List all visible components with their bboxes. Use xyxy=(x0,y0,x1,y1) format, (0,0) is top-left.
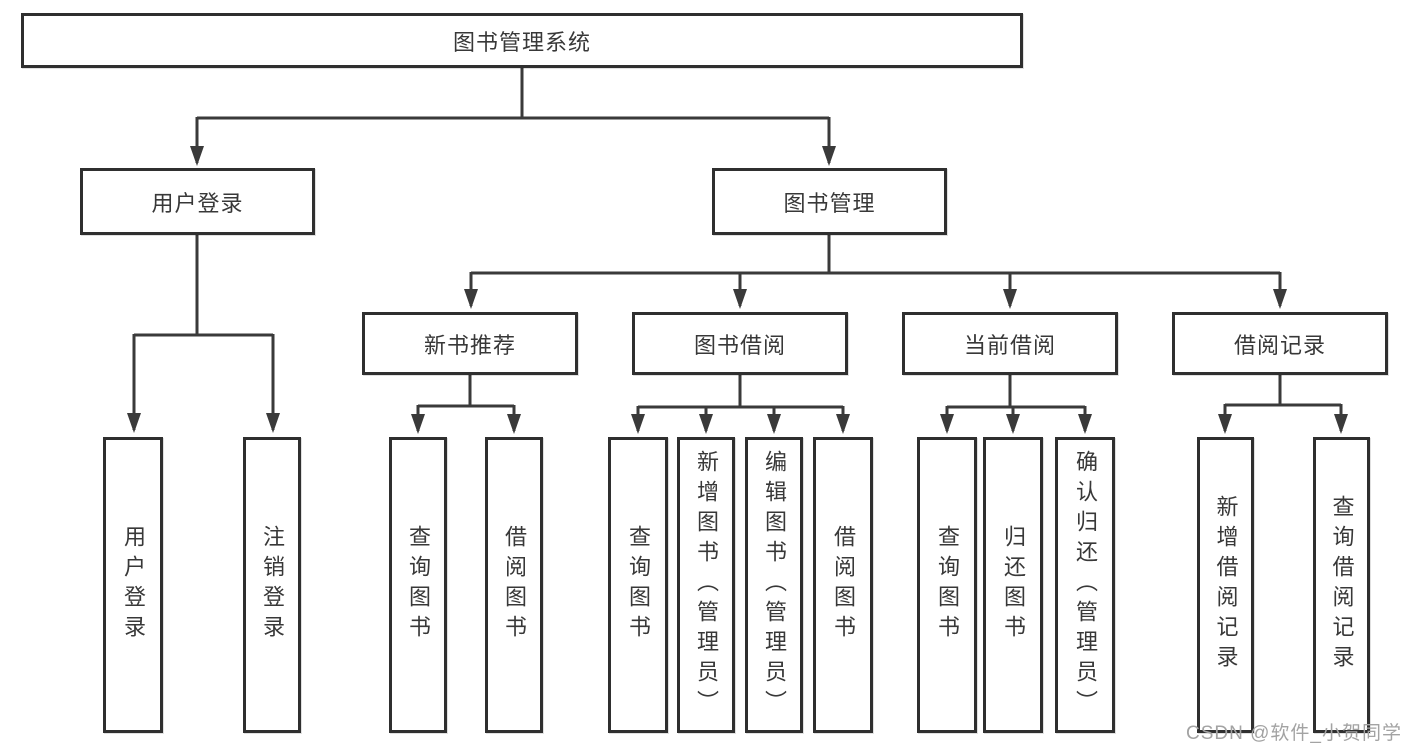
leaf-borrow-query-books: 查询图书 xyxy=(608,437,668,733)
leaf-records-query-borrow-record: 查询借阅记录 xyxy=(1313,437,1370,733)
leaf-borrow-add-books-admin: 新增图书（管理员） xyxy=(677,437,735,733)
leaf-label: 借阅图书 xyxy=(502,525,527,645)
csdn-watermark: CSDN @软件_小贺同学 xyxy=(1186,723,1402,744)
node-label: 借阅记录 xyxy=(1233,332,1326,358)
leaf-label: 新增借阅记录 xyxy=(1213,495,1239,675)
leaf-label: 用户登录 xyxy=(121,525,146,645)
leaf-records-add-borrow-record: 新增借阅记录 xyxy=(1197,437,1254,733)
node-book-management: 图书管理 xyxy=(712,168,947,235)
leaf-label: 借阅图书 xyxy=(831,525,856,645)
node-library-management-system: 图书管理系统 xyxy=(21,13,1023,68)
node-borrow-records: 借阅记录 xyxy=(1172,312,1388,375)
node-label: 新书推荐 xyxy=(423,332,516,358)
leaf-label: 注销登录 xyxy=(260,525,285,645)
node-label: 图书管理 xyxy=(783,190,876,216)
node-user-login: 用户登录 xyxy=(80,168,315,235)
leaf-recommend-query-books: 查询图书 xyxy=(389,437,447,733)
leaf-borrow-borrow-books: 借阅图书 xyxy=(813,437,873,733)
node-label: 当前借阅 xyxy=(963,332,1056,358)
leaf-label: 查询借阅记录 xyxy=(1329,495,1355,675)
leaf-user-login: 用户登录 xyxy=(103,437,163,733)
leaf-label: 编辑图书（管理员） xyxy=(762,450,787,720)
node-book-borrow: 图书借阅 xyxy=(632,312,848,375)
leaf-current-return-books: 归还图书 xyxy=(983,437,1043,733)
leaf-logout: 注销登录 xyxy=(243,437,301,733)
node-label: 图书借阅 xyxy=(693,332,786,358)
leaf-label: 新增图书（管理员） xyxy=(694,450,719,720)
node-label: 用户登录 xyxy=(151,190,244,216)
leaf-label: 查询图书 xyxy=(626,525,651,645)
leaf-label: 确认归还（管理员） xyxy=(1073,450,1098,720)
leaf-borrow-edit-books-admin: 编辑图书（管理员） xyxy=(745,437,803,733)
node-label: 图书管理系统 xyxy=(452,29,591,55)
leaf-label: 归还图书 xyxy=(1001,525,1026,645)
leaf-recommend-borrow-books: 借阅图书 xyxy=(485,437,543,733)
leaf-current-query-books: 查询图书 xyxy=(917,437,977,733)
node-current-borrow: 当前借阅 xyxy=(902,312,1118,375)
leaf-current-confirm-return-admin: 确认归还（管理员） xyxy=(1055,437,1115,733)
leaf-label: 查询图书 xyxy=(406,525,431,645)
node-new-book-recommend: 新书推荐 xyxy=(362,312,578,375)
leaf-label: 查询图书 xyxy=(935,525,960,645)
